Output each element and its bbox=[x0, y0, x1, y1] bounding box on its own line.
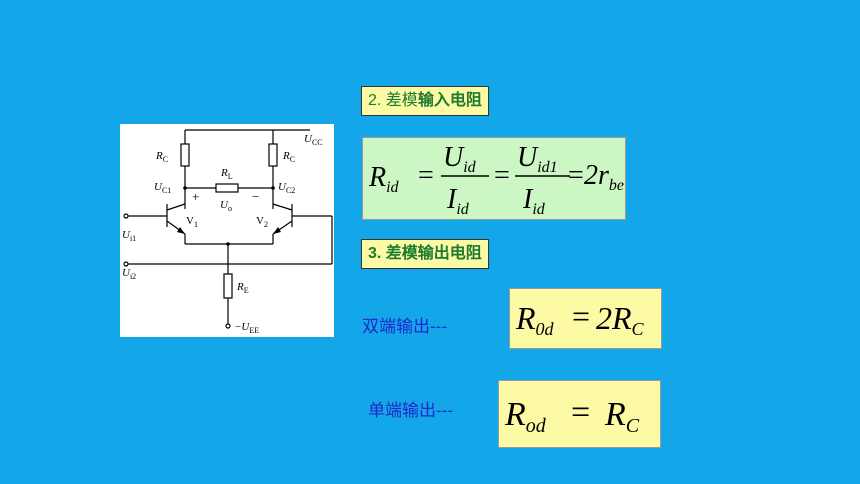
formula-input-resistance: Rid = Uid Iid = Uid1 Iid = 2rbe bbox=[362, 137, 626, 220]
minus-sign: − bbox=[252, 189, 259, 204]
uo-label: Uo bbox=[220, 199, 232, 213]
svg-text:2RC: 2RC bbox=[596, 300, 645, 339]
uc2-label: UC2 bbox=[278, 181, 295, 195]
svg-text:Uid: Uid bbox=[443, 142, 477, 176]
ui2-label: Ui2 bbox=[122, 267, 136, 281]
formula-single-ended-output: Rod = RC bbox=[498, 380, 661, 448]
svg-text:RC: RC bbox=[604, 396, 640, 437]
plus-sign: + bbox=[192, 189, 199, 204]
label-double-ended-output: 双端输出--- bbox=[362, 317, 447, 336]
heading-2-number: 2. bbox=[368, 92, 386, 109]
ui1-label: Ui1 bbox=[122, 229, 136, 243]
svg-text:Iid: Iid bbox=[522, 184, 546, 218]
heading-2-part1: 差模 bbox=[385, 92, 418, 109]
re-label: RE bbox=[236, 281, 249, 295]
circuit-schematic: UCC RC RC RL UC1 UC2 + − Uo V1 V2 Ui1 Ui… bbox=[122, 129, 333, 335]
uc1-label: UC1 bbox=[154, 181, 171, 195]
formula-single-svg: Rod = RC bbox=[504, 394, 640, 437]
svg-text:2rbe: 2rbe bbox=[584, 160, 624, 194]
ucc-label: UCC bbox=[304, 133, 323, 147]
heading-3-text: 3. 差模输出电阻 bbox=[368, 245, 482, 262]
uee-label: −UEE bbox=[234, 321, 259, 335]
svg-text:Rid: Rid bbox=[368, 162, 400, 196]
formula-double-svg: R0d = 2RC bbox=[515, 298, 645, 339]
rc2-label: RC bbox=[282, 150, 295, 164]
v1-label: V1 bbox=[186, 215, 198, 229]
rl-label: RL bbox=[220, 167, 233, 181]
formula-input-svg: Rid = Uid Iid = Uid1 Iid = 2rbe bbox=[368, 142, 624, 218]
heading-differential-input-resistance: 2. 差模输入电阻 bbox=[361, 86, 489, 116]
svg-text:=: = bbox=[494, 160, 510, 191]
label-single-ended-output: 单端输出--- bbox=[368, 401, 453, 420]
svg-text:R0d: R0d bbox=[515, 300, 555, 339]
heading-2-part2: 输入电阻 bbox=[417, 92, 482, 109]
svg-text:Iid: Iid bbox=[446, 184, 470, 218]
svg-text:=: = bbox=[571, 394, 590, 431]
v2-label: V2 bbox=[256, 215, 268, 229]
heading-differential-output-resistance: 3. 差模输出电阻 bbox=[361, 239, 489, 269]
svg-text:Rod: Rod bbox=[504, 396, 547, 437]
svg-text:=: = bbox=[568, 160, 584, 191]
svg-text:Uid1: Uid1 bbox=[517, 142, 558, 176]
svg-text:=: = bbox=[418, 160, 434, 191]
formula-double-ended-output: R0d = 2RC bbox=[509, 288, 662, 349]
differential-amplifier-circuit: UCC RC RC RL UC1 UC2 + − Uo V1 V2 Ui1 Ui… bbox=[120, 124, 334, 337]
rc1-label: RC bbox=[155, 150, 168, 164]
svg-text:=: = bbox=[572, 298, 590, 334]
